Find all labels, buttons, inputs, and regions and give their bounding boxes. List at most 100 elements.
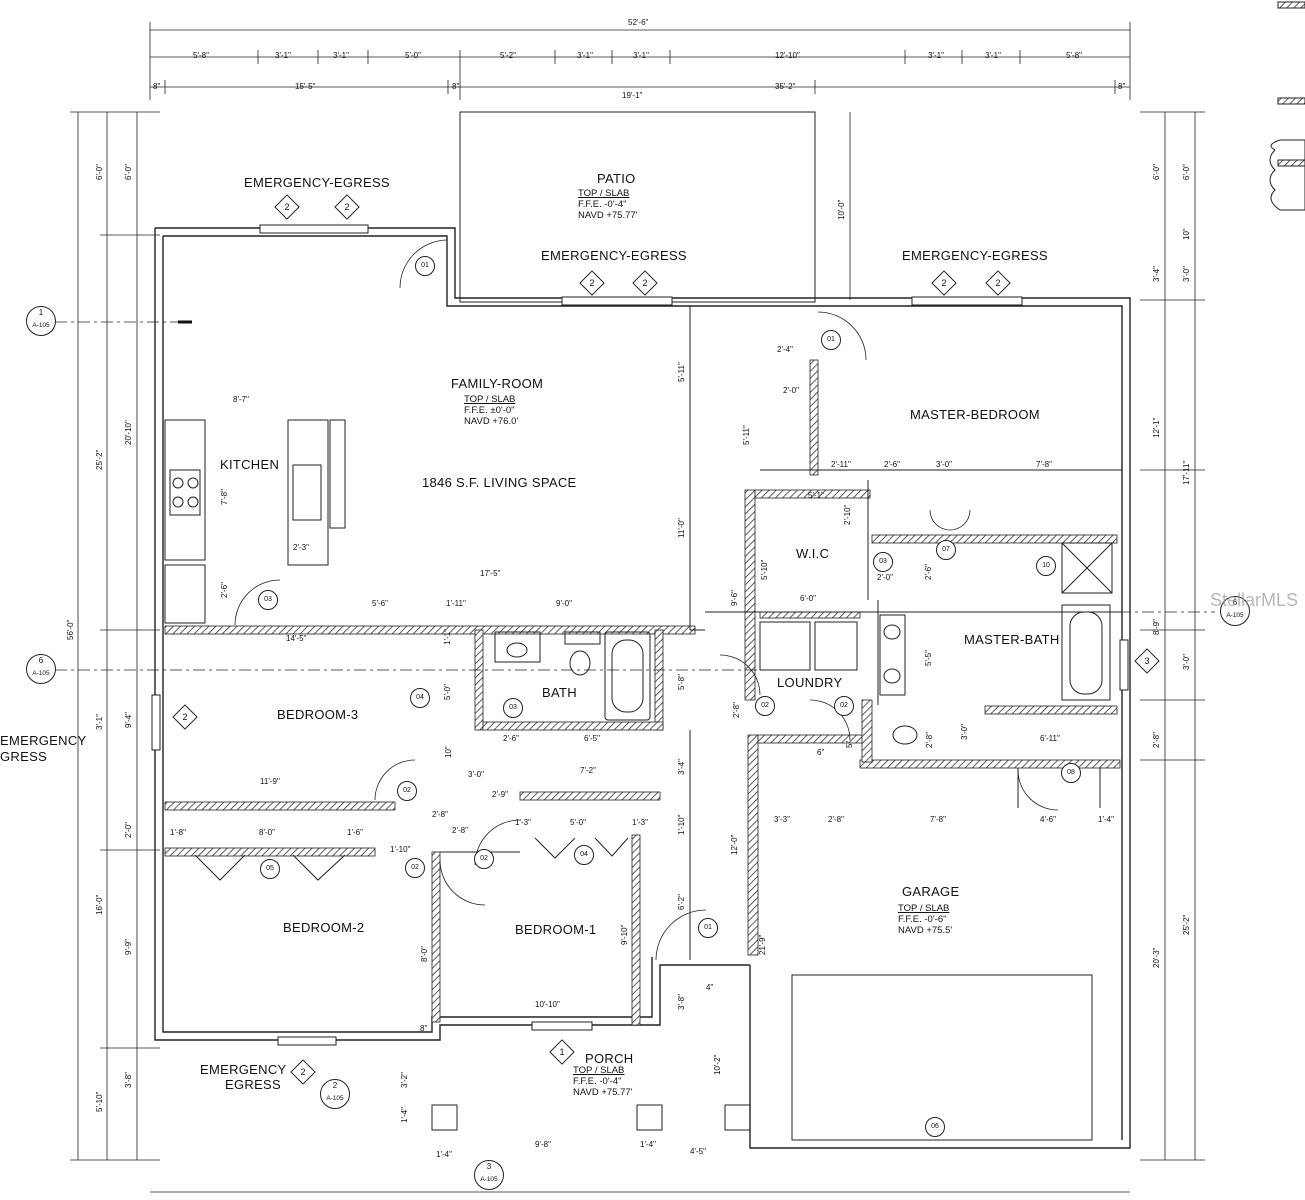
dim-right: 3'-0" bbox=[1182, 654, 1191, 670]
dim-inner: 17'-5" bbox=[480, 569, 501, 578]
dim-inner: 1'-11" bbox=[446, 599, 466, 608]
elevation-line: TOP / SLAB bbox=[464, 394, 516, 405]
patio-outline bbox=[459, 111, 816, 303]
window-tag-number: 2 bbox=[642, 278, 648, 288]
dim-inner: 1'-4" bbox=[436, 1150, 452, 1159]
room-label-master-bath: MASTER-BATH bbox=[964, 632, 1060, 647]
dim-inner: 2'-10" bbox=[843, 504, 852, 525]
section-marker: 3 A-105 bbox=[474, 1160, 504, 1190]
dim-right: 6'-0" bbox=[1152, 164, 1161, 180]
dim-inner: 6'-2" bbox=[677, 894, 686, 910]
door-tag: 04 bbox=[410, 688, 430, 708]
door-tag: 03 bbox=[503, 698, 523, 718]
dim-top-row1: 3'-1" bbox=[633, 51, 649, 60]
window-tag-number: 2 bbox=[941, 278, 947, 288]
dim-inner: 6'-11" bbox=[1040, 734, 1060, 743]
dim-inner: 1'-8" bbox=[170, 828, 186, 837]
dim-right: 12'-1" bbox=[1152, 417, 1161, 438]
garage-door-outline bbox=[791, 974, 1093, 1141]
dim-inner: 1'-4" bbox=[640, 1140, 656, 1149]
dim-inner: 10'-10" bbox=[535, 1000, 560, 1009]
top-dimension-lines bbox=[149, 22, 1131, 100]
door-tag: 07 bbox=[936, 540, 956, 560]
dim-right: 6'-0" bbox=[1182, 164, 1191, 180]
egress-label-bottom-line2: EGRESS bbox=[225, 1077, 281, 1092]
dim-inner: 5'-10" bbox=[760, 559, 769, 580]
door-tag: 05 bbox=[260, 859, 280, 879]
elevation-line: F.F.E. -0'-4" bbox=[573, 1076, 622, 1087]
dim-top-row2: 19'-1" bbox=[622, 91, 643, 100]
porch-posts bbox=[431, 1104, 751, 1131]
dim-inner: 7'-2" bbox=[580, 766, 596, 775]
dim-inner: 5'-5" bbox=[924, 650, 933, 666]
dim-right: 8'-9" bbox=[1152, 619, 1161, 635]
dim-inner: 21'-9" bbox=[758, 934, 767, 955]
room-label-patio: PATIO bbox=[597, 171, 636, 186]
dim-inner: 2'-8" bbox=[432, 810, 448, 819]
window-tag-number: 2 bbox=[182, 712, 188, 722]
room-label-kitchen: KITCHEN bbox=[220, 457, 280, 472]
door-tag: 02 bbox=[474, 849, 494, 869]
dim-inner: 5'-11" bbox=[677, 362, 686, 382]
dim-right: 20'-3" bbox=[1152, 947, 1161, 968]
dim-left: 3'-1" bbox=[95, 714, 104, 730]
dim-left: 5'-10" bbox=[95, 1091, 104, 1112]
dim-top-row1: 5'-8" bbox=[1066, 51, 1082, 60]
dim-top-row1: 3'-1" bbox=[985, 51, 1001, 60]
room-label-bedroom-3: BEDROOM-3 bbox=[277, 707, 359, 722]
kitchen-fixtures bbox=[164, 419, 346, 624]
dim-inner: 2'-8" bbox=[925, 732, 934, 748]
room-label-porch: PORCH bbox=[585, 1051, 634, 1066]
dim-inner: 12'-0" bbox=[730, 834, 739, 855]
dim-right: 2'-8" bbox=[1152, 732, 1161, 748]
elevation-line: F.F.E. -0'-6" bbox=[898, 914, 947, 925]
dim-inner: 3'-0" bbox=[936, 460, 952, 469]
dim-inner: 2'-4" bbox=[777, 345, 793, 354]
dim-inner: 2'-3" bbox=[293, 543, 309, 552]
dim-inner: 4'-5" bbox=[690, 1147, 706, 1156]
door-tag: 04 bbox=[574, 845, 594, 865]
dim-inner: 6'-5" bbox=[584, 734, 600, 743]
dim-inner: 5'-0" bbox=[570, 818, 586, 827]
room-label-wic: W.I.C bbox=[796, 546, 830, 561]
living-space-label: 1846 S.F. LIVING SPACE bbox=[422, 475, 577, 490]
dim-inner: 9'-8" bbox=[535, 1140, 551, 1149]
door-tag: 08 bbox=[1061, 763, 1081, 783]
egress-label-left-line1: EMERGENCY bbox=[0, 733, 87, 748]
dim-inner: 2'-6" bbox=[220, 582, 229, 598]
elevation-line: F.F.E. ±0'-0" bbox=[464, 405, 515, 416]
dim-left: 56'-0" bbox=[66, 619, 75, 640]
dim-inner: 7'-8" bbox=[1036, 460, 1052, 469]
dim-right: 3'-4" bbox=[1152, 266, 1161, 282]
room-label-garage: GARAGE bbox=[902, 884, 960, 899]
section-marker: 2 A-105 bbox=[320, 1079, 350, 1109]
dim-inner: 10'-0" bbox=[837, 199, 846, 220]
dim-kitchen-width: 8'-7" bbox=[233, 395, 249, 404]
dim-inner: 2'-6" bbox=[884, 460, 900, 469]
dim-inner: 5'-1" bbox=[808, 491, 824, 500]
windows bbox=[151, 224, 1129, 1046]
dim-inner: 3'-0" bbox=[468, 770, 484, 779]
door-tag: 03 bbox=[873, 552, 893, 572]
dim-left: 3'-8" bbox=[124, 1072, 133, 1088]
dim-top-row1: 5'-0" bbox=[405, 51, 421, 60]
door-tag: 10 bbox=[1036, 556, 1056, 576]
door-tag: 02 bbox=[397, 781, 417, 801]
dim-inner: 5'-6" bbox=[372, 599, 388, 608]
dim-left: 6'-0" bbox=[95, 164, 104, 180]
egress-label-bottom-line1: EMERGENCY bbox=[200, 1062, 287, 1077]
dim-inner: 11'-9" bbox=[260, 777, 280, 786]
section-lines bbox=[55, 321, 1215, 671]
dim-top-row2: 8" bbox=[1118, 82, 1126, 91]
elevation-tag-family: TOP / SLAB F.F.E. ±0'-0" NAVD +76.0' bbox=[464, 394, 518, 427]
dim-left: 16'-0" bbox=[95, 894, 104, 915]
section-number: 1 bbox=[38, 308, 44, 317]
dim-inner: 8'-0" bbox=[420, 946, 429, 962]
dim-inner: 2'-0" bbox=[877, 573, 893, 582]
room-label-bedroom-2: BEDROOM-2 bbox=[283, 920, 365, 935]
section-number: 6 bbox=[1232, 598, 1238, 607]
dim-inner: 1'-10" bbox=[390, 845, 411, 854]
section-number: 3 bbox=[486, 1162, 492, 1171]
dim-inner: 9'-10" bbox=[620, 924, 629, 945]
